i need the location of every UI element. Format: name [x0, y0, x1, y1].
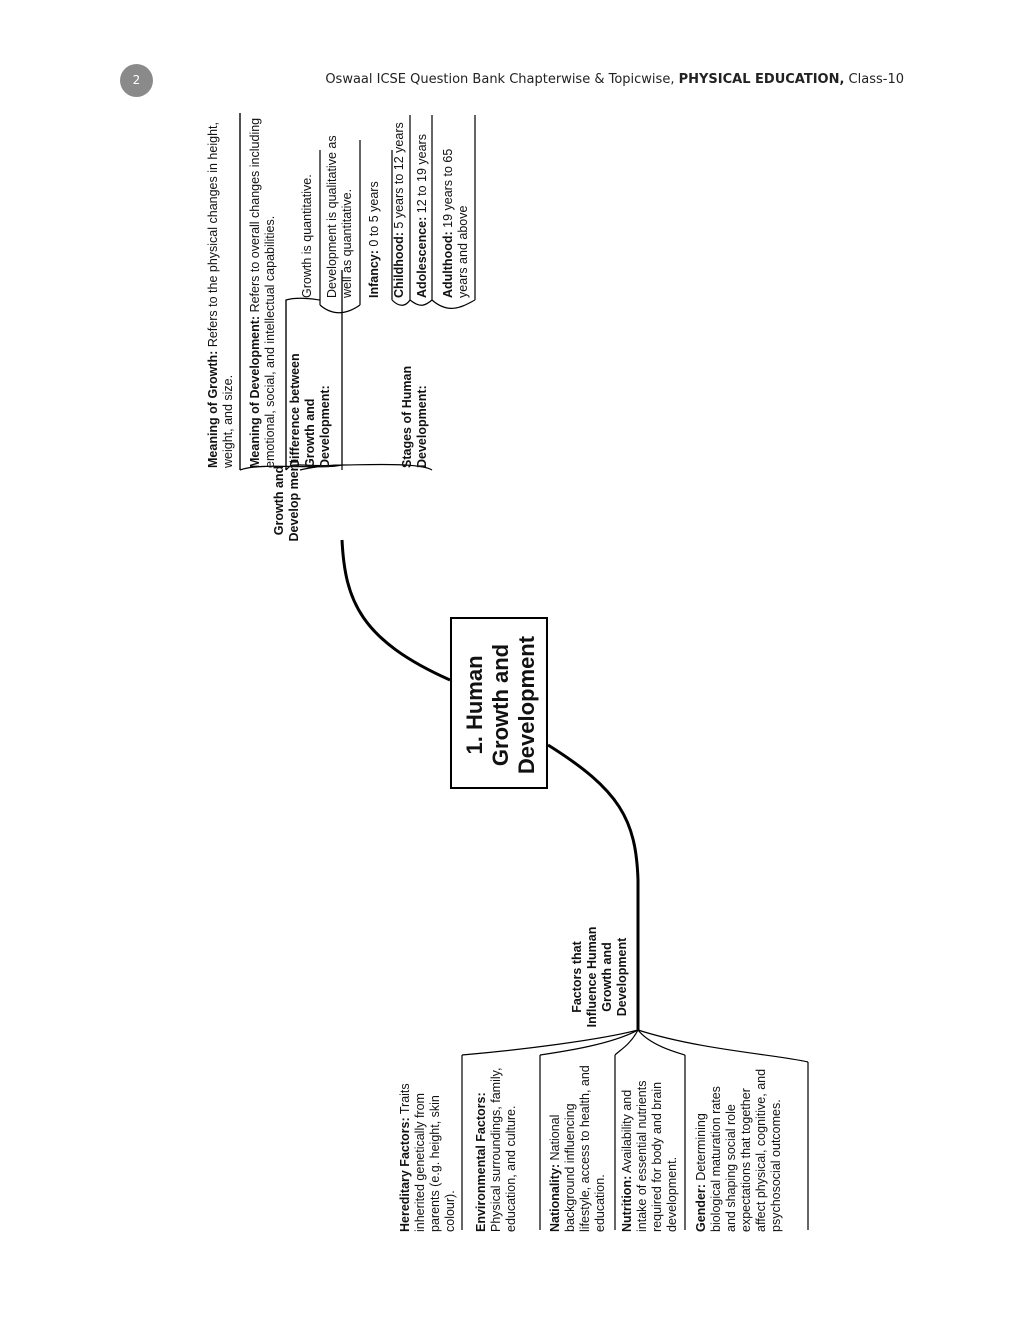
stage-infancy-text: 0 to 5 years [367, 181, 381, 251]
branch-factors-label: Factors that Influence Human Growth and … [570, 926, 629, 1028]
header-subject: PHYSICAL EDUCATION, [678, 72, 845, 87]
meaning-development-term: Meaning of Development: [248, 315, 262, 468]
stages-items [391, 115, 476, 309]
stage-adolescence: Adolescence: 12 to 19 years [415, 98, 430, 298]
factor-environmental-term: Environmental Factors: [474, 1092, 488, 1232]
factor-environmental-text: Physical surroundings, family, education… [489, 1067, 518, 1232]
difference-items [319, 140, 361, 314]
factor-gender-term: Gender: [694, 1184, 708, 1232]
stage-childhood: Childhood: 5 years to 12 years [392, 98, 407, 298]
factor-hereditary: Hereditary Factors: Traits inherited gen… [398, 1062, 458, 1232]
difference-label-text: Difference between Growth and Developmen… [288, 353, 332, 468]
connector-center-growth [340, 539, 451, 682]
factor-gender: Gender: Determining biological maturatio… [694, 1062, 784, 1232]
stage-adulthood-term: Adulthood: [441, 231, 455, 298]
stages-label-text: Stages of Human Development: [400, 365, 429, 468]
difference-item-2: Development is qualitative as well as qu… [325, 135, 354, 298]
stage-childhood-text: 5 years to 12 years [392, 122, 406, 233]
stage-infancy-term: Infancy: [367, 250, 381, 298]
growth-bracket [239, 270, 343, 471]
running-header: Oswaal ICSE Question Bank Chapterwise & … [325, 72, 904, 87]
stage-childhood-term: Childhood: [392, 232, 406, 298]
factor-hereditary-term: Hereditary Factors: [398, 1117, 412, 1232]
meaning-development-node: Meaning of Development: Refers to overal… [248, 113, 278, 468]
stage-infancy: Infancy: 0 to 5 years [367, 148, 382, 298]
stage-adulthood: Adulthood: 19 years to 65 years and abov… [441, 118, 471, 298]
factor-environmental: Environmental Factors: Physical surround… [474, 1062, 519, 1232]
stage-adolescence-term: Adolescence: [415, 216, 429, 298]
factor-nutrition: Nutrition: Availability and intake of es… [620, 1062, 680, 1232]
factor-nationality: Nationality: National background influen… [548, 1062, 608, 1232]
stage-adolescence-text: 12 to 19 years [415, 134, 429, 217]
central-topic-box: 1. Human Growth and Development [450, 617, 548, 789]
header-suffix: Class-10 [844, 72, 904, 87]
difference-item-1: Growth is quantitative. [300, 174, 314, 298]
factors-bracket [461, 1029, 809, 1063]
difference-line [285, 297, 321, 470]
stages-line [341, 463, 433, 471]
factor-nationality-term: Nationality: [548, 1163, 562, 1232]
factor-nutrition-term: Nutrition: [620, 1175, 634, 1232]
stages-label: Stages of Human Development: [400, 328, 430, 468]
difference-label: Difference between Growth and Developmen… [288, 328, 333, 468]
branch-growth-label: Growth and Develop ment [272, 459, 301, 542]
header-prefix: Oswaal ICSE Question Bank Chapterwise & … [325, 72, 679, 87]
meaning-growth-term: Meaning of Growth: [206, 350, 220, 468]
page-number: 2 [120, 64, 153, 97]
connector-center-factors [547, 743, 640, 1030]
factors-item-lines [461, 1055, 809, 1230]
meaning-growth-node: Meaning of Growth: Refers to the physica… [206, 113, 236, 468]
central-topic-title: 1. Human Growth and Development [462, 635, 539, 775]
